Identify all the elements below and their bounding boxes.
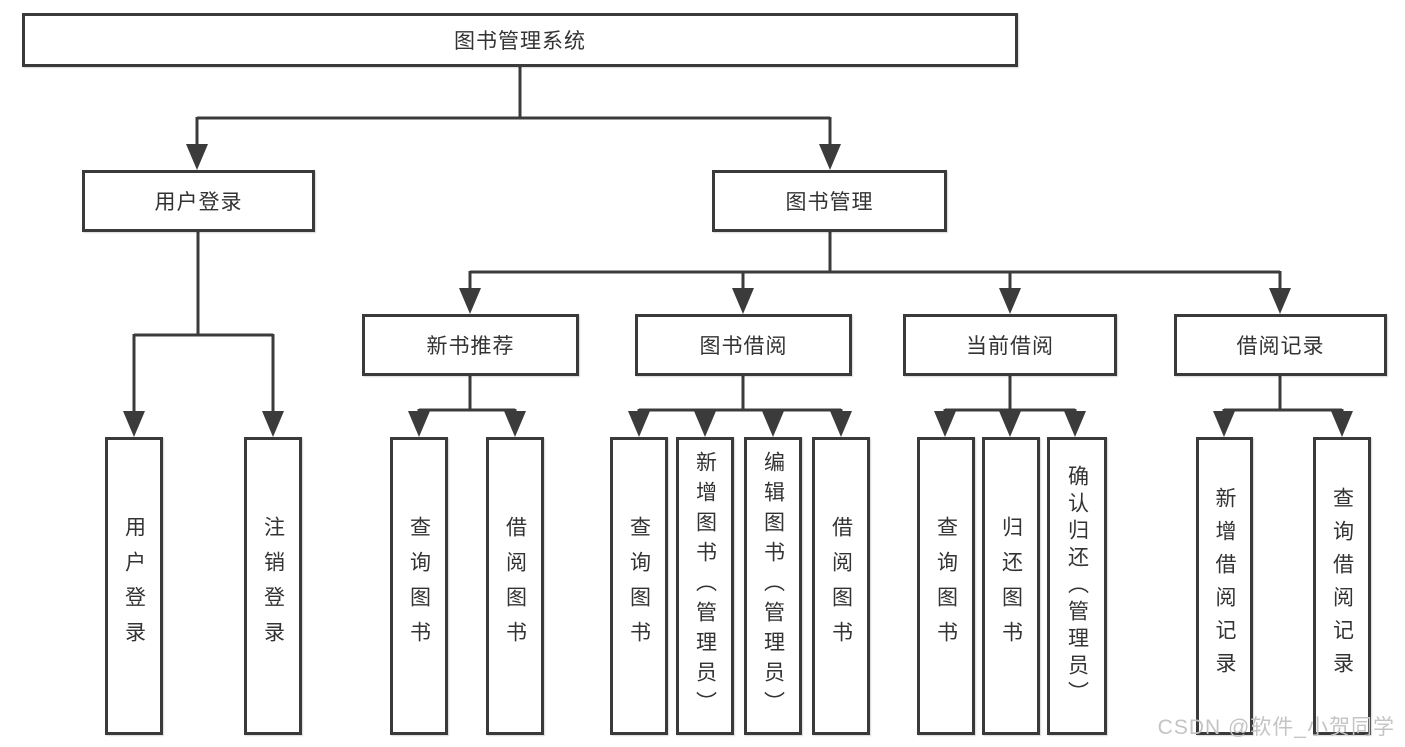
node-label: 图书借阅 [699,335,788,358]
node-label: 新增图书（管理员） [693,451,717,721]
node-new-book-recommendation: 新书推荐 [362,314,579,376]
node-label: 借阅记录 [1236,335,1325,358]
node-label: 用户登录 [122,516,146,656]
node-rec-borrow-books: 借阅图书 [486,437,544,735]
node-label: 归还图书 [999,516,1023,656]
node-cb-return-books: 归还图书 [982,437,1040,735]
node-label: 新增借阅记录 [1213,487,1236,685]
node-label: 借阅图书 [503,516,527,656]
node-label: 查询图书 [407,516,431,656]
node-cb-confirm-return-admin: 确认归还（管理员） [1047,437,1107,735]
node-user-login-group: 用户登录 [82,170,315,232]
node-bb-add-books-admin: 新增图书（管理员） [676,437,734,735]
node-label: 注销登录 [261,516,285,656]
node-label: 查询图书 [934,516,958,656]
node-bb-edit-books-admin: 编辑图书（管理员） [744,437,802,735]
node-bb-borrow-books: 借阅图书 [812,437,870,735]
node-rec-query-books: 查询图书 [390,437,448,735]
node-label: 查询图书 [627,516,651,656]
node-library-management-system: 图书管理系统 [22,13,1018,67]
node-book-borrowing: 图书借阅 [635,314,852,376]
node-label: 当前借阅 [966,335,1054,358]
node-bb-query-books: 查询图书 [610,437,668,735]
node-label: 图书管理系统 [454,30,586,53]
node-label: 用户登录 [154,191,243,214]
csdn-watermark: CSDN @软件_小贺同学 [1157,716,1395,739]
node-label: 确认归还（管理员） [1065,464,1089,708]
node-logout: 注销登录 [244,437,302,735]
node-cb-query-books: 查询图书 [917,437,975,735]
node-user-login: 用户登录 [105,437,163,735]
node-br-query-record: 查询借阅记录 [1313,437,1371,735]
node-label: 借阅图书 [829,516,853,656]
node-current-borrowing: 当前借阅 [903,314,1117,376]
node-br-add-record: 新增借阅记录 [1196,437,1253,735]
node-borrowing-records: 借阅记录 [1174,314,1387,376]
node-book-management-group: 图书管理 [712,170,947,232]
node-label: 编辑图书（管理员） [761,451,785,721]
node-label: 查询借阅记录 [1330,487,1354,685]
node-label: 图书管理 [785,191,874,214]
node-label: 新书推荐 [426,335,515,358]
